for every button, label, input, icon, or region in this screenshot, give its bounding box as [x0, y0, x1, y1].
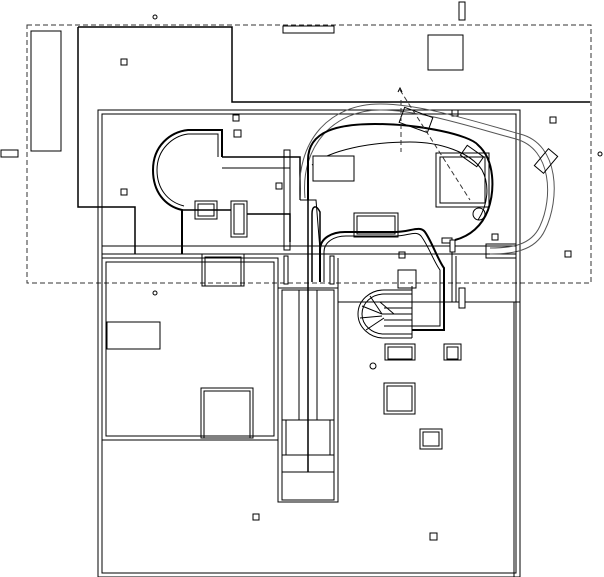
right-room-column [472, 207, 486, 221]
marker-left-edge [0, 149, 19, 158]
stair-tread-7 [361, 305, 383, 315]
upper-curved-rail-inner [323, 232, 441, 327]
central-block [312, 155, 355, 182]
pilotis-9 [564, 250, 572, 258]
ramp-door-left [283, 255, 289, 285]
promenade-slab-3 [459, 144, 485, 168]
roof-niche-2-inner [233, 203, 245, 235]
promenade-slab-2 [533, 148, 559, 174]
left-room-fireplace-inner [203, 390, 251, 439]
landing-block-inner [356, 215, 396, 235]
pilotis-3 [275, 182, 283, 190]
pilotis-11 [252, 513, 260, 521]
roof-garden-screen-inner [156, 133, 219, 207]
pilotis-8 [491, 233, 499, 241]
door-jamb-2 [449, 239, 456, 253]
upper-right-skylight [427, 34, 464, 71]
spiral-stair-inner [361, 293, 412, 335]
pilotis-4 [549, 116, 557, 124]
roof-wall-segment-1 [222, 156, 301, 200]
marker-right-edge [597, 151, 603, 157]
chimney-marker-top-right [458, 1, 466, 21]
right-room-inner [439, 156, 486, 204]
roof-niche-2 [230, 200, 248, 238]
ramp-curved-rail [311, 206, 321, 282]
left-room-table [106, 321, 161, 350]
pilotis-2 [120, 188, 128, 196]
upper-curved-rail [319, 227, 445, 331]
lower-right-column-frame [513, 301, 521, 577]
right-room-block [435, 152, 490, 208]
roof-garden-screen-outer [151, 129, 223, 254]
sightline-arrow [397, 86, 403, 93]
promenade-curve-outer [299, 103, 555, 255]
left-room-window [201, 253, 245, 287]
left-wall-stub [277, 258, 339, 289]
stair-well-frame [397, 269, 417, 289]
left-room-fireplace [200, 387, 254, 439]
left-room-inner [105, 261, 275, 437]
pilotis-10 [398, 251, 406, 259]
basin-1-inner [387, 346, 413, 360]
pilotis-round-1 [152, 290, 158, 296]
ramp-top-wall-1 [300, 199, 321, 251]
promenade-slab [398, 106, 434, 134]
left-room-window-inner [204, 256, 242, 287]
lower-column-2-inner [422, 431, 440, 447]
stair-tread-6 [369, 295, 383, 315]
spiral-stair [357, 289, 412, 339]
stair-tread-5 [379, 301, 395, 315]
stair-tread-8 [359, 315, 383, 319]
lower-column-1 [383, 382, 416, 415]
ramp-curve-inner [311, 141, 488, 221]
pilotis-1 [120, 58, 128, 66]
promenade-curve-inner [304, 109, 549, 249]
roof-wall-left [77, 27, 136, 254]
roof-parapet-slot [282, 25, 335, 34]
right-room-cabinet [485, 243, 517, 259]
roof-wall-post [283, 149, 291, 251]
lower-column-2 [419, 428, 443, 450]
ramp-door-right [329, 255, 335, 285]
ramp-curve-heavy [307, 122, 494, 241]
pilotis-7 [233, 129, 242, 138]
roof-wall-outline [78, 26, 590, 103]
lower-column-1-inner [386, 385, 413, 412]
upper-level-dashed-outline [26, 24, 592, 284]
sightline-dashed [399, 89, 471, 201]
pilotis-6 [232, 114, 240, 122]
north-marker-dot [152, 14, 158, 20]
landing-block [353, 212, 399, 238]
right-column-marker [458, 287, 466, 309]
basin-2-inner [446, 346, 459, 360]
pilotis-12 [429, 532, 438, 541]
left-bench-block [30, 30, 62, 152]
basin-1 [384, 343, 416, 361]
stair-tread-9 [365, 317, 385, 331]
drain-dot [369, 362, 377, 370]
basin-2 [443, 343, 462, 361]
